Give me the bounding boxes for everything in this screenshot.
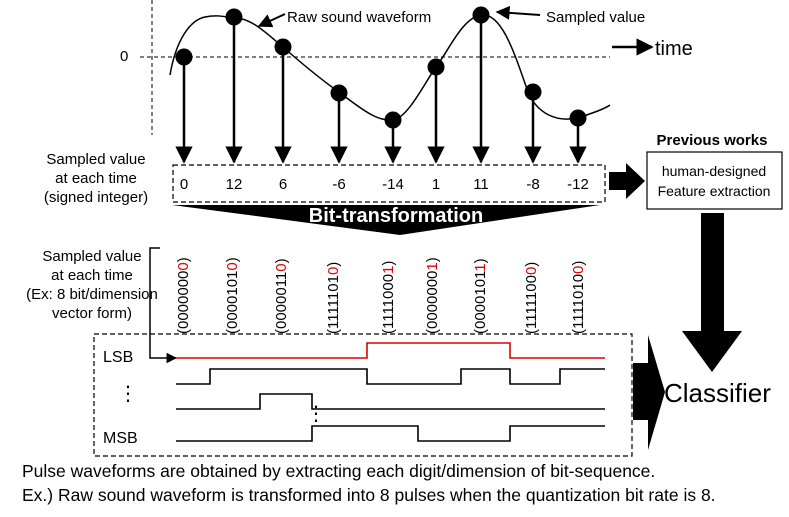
pulses-to-classifier-arrow — [633, 335, 665, 450]
sampled-left-line2: at each time — [55, 170, 137, 187]
signed-integer-box — [172, 164, 606, 203]
bit-string-close: ) — [570, 261, 587, 266]
row-ellipsis-middle: ⋮ — [306, 403, 326, 425]
sample-dot — [569, 109, 587, 127]
classifier-label: Classifier — [664, 378, 771, 408]
sample-points — [175, 6, 587, 164]
previous-works-title: Previous works — [657, 132, 768, 149]
bit-transformation-label: Bit-transformation — [309, 205, 483, 227]
sampled-value-label: Sampled value — [546, 9, 645, 26]
bit-string-close: ) — [224, 257, 241, 262]
bit-string-lsb: 0 — [273, 263, 290, 271]
bit-string-upper: (0000101 — [472, 271, 489, 334]
previous-works-line1: human-designed — [662, 163, 766, 179]
bit-string: (11111000) — [523, 262, 540, 334]
pulse-box — [93, 333, 633, 457]
bit-transformation-funnel — [172, 205, 600, 235]
bit-string: (00001011) — [472, 258, 489, 334]
bit-string: (00000001) — [424, 257, 441, 334]
bit-string-upper: (0000000 — [175, 271, 192, 334]
lsb-bracket — [149, 247, 178, 364]
bit-string-upper: (0000011 — [273, 272, 290, 334]
bit-string-upper: (1111010 — [570, 274, 587, 334]
sample-dot — [524, 83, 542, 101]
raw-waveform — [169, 14, 611, 121]
sample-value: -14 — [382, 176, 404, 193]
bit-string-lsb: 0 — [570, 266, 587, 274]
sampled-left-line3: (signed integer) — [44, 189, 148, 206]
sampled-value-arrow — [495, 5, 541, 20]
sample-dot — [330, 84, 348, 102]
bit-string-upper: (1111100 — [523, 275, 540, 334]
bit-string-lsb: 0 — [325, 267, 342, 275]
bit-string-lsb: 0 — [175, 262, 192, 270]
zero-label: 0 — [120, 48, 128, 65]
pulse-row-2 — [176, 368, 605, 385]
row-ellipsis-left: ⋮ — [118, 383, 138, 405]
sampled-bits-line1: Sampled value — [42, 248, 141, 265]
bit-string: (11110100) — [570, 261, 587, 334]
bit-string-upper: (0000000 — [424, 271, 441, 334]
lsb-pulse — [176, 342, 605, 359]
bit-string-close: ) — [472, 258, 489, 263]
bit-string-close: ) — [325, 262, 342, 267]
lsb-label: LSB — [103, 349, 133, 366]
bit-string-upper: (1111000 — [380, 274, 397, 334]
sample-value: -12 — [567, 176, 589, 193]
pulse-waveforms — [176, 342, 605, 442]
bit-string-upper: (1111101 — [325, 275, 342, 334]
sample-value: 1 — [432, 176, 440, 193]
sample-dot — [384, 111, 402, 129]
values-to-previous-works-arrow — [609, 163, 645, 199]
sample-dot — [225, 8, 243, 26]
bit-string-close: ) — [175, 257, 192, 262]
bit-string-lsb: 1 — [424, 262, 441, 270]
sampled-bits-line2: at each time — [51, 267, 133, 284]
bit-string-close: ) — [523, 262, 540, 267]
bit-string: (11111010) — [325, 262, 342, 334]
previous-works-line2: Feature extraction — [658, 183, 771, 199]
msb-pulse — [176, 425, 605, 442]
previous-works-box — [646, 151, 783, 210]
sample-value: 6 — [279, 176, 287, 193]
sample-value: 0 — [180, 176, 188, 193]
time-label: time — [655, 38, 693, 60]
bit-string-close: ) — [424, 257, 441, 262]
bit-string-close: ) — [380, 261, 397, 266]
bit-string-lsb: 1 — [472, 263, 489, 271]
sampled-bits-line4: vector form) — [52, 305, 132, 322]
sample-value: 12 — [226, 176, 243, 193]
sample-dot — [472, 6, 490, 24]
bit-string-lsb: 0 — [523, 267, 540, 275]
sampled-left-line1: Sampled value — [46, 151, 145, 168]
bit-string: (11110001) — [380, 261, 397, 334]
raw-waveform-label: Raw sound waveform — [287, 9, 431, 26]
raw-waveform-arrow — [257, 13, 286, 28]
bit-string: (00001010) — [224, 257, 241, 334]
previous-works-to-classifier-arrow — [682, 213, 742, 372]
caption-line2: Ex.) Raw sound waveform is transformed i… — [22, 485, 716, 505]
sample-dot — [175, 48, 193, 66]
sample-value: 11 — [473, 176, 489, 193]
msb-label: MSB — [103, 430, 138, 447]
caption-line1: Pulse waveforms are obtained by extracti… — [22, 461, 656, 481]
bit-string: (00000110) — [273, 258, 290, 334]
sample-dot — [274, 38, 292, 56]
bit-string-upper: (0000101 — [224, 271, 241, 334]
sample-dot — [427, 58, 445, 76]
bit-strings: (00000000)(00001010)(00000110)(11111010)… — [175, 257, 587, 334]
bit-string-lsb: 1 — [380, 266, 397, 274]
bit-string-lsb: 0 — [224, 262, 241, 270]
bit-string-close: ) — [273, 258, 290, 263]
bit-string: (00000000) — [175, 257, 192, 334]
sample-value: -6 — [332, 176, 345, 193]
sample-value: -8 — [526, 176, 539, 193]
sampled-bits-line3: (Ex: 8 bit/dimension — [26, 286, 158, 303]
pulse-row-3 — [176, 393, 605, 410]
